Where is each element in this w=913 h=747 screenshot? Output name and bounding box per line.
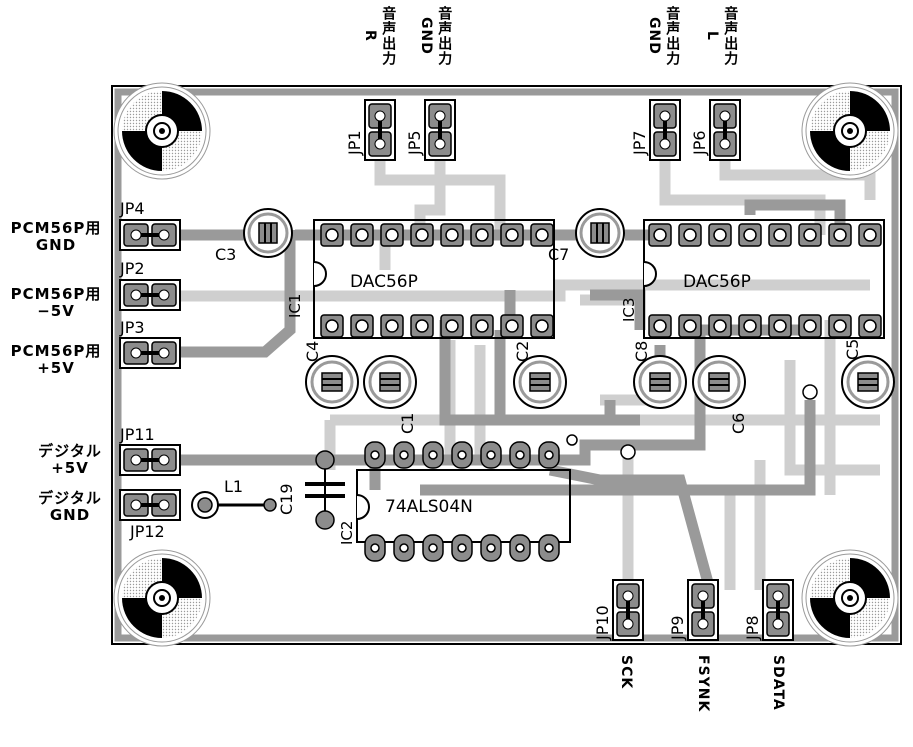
jp11-header (119, 444, 181, 476)
ic2-74als04n: 74ALS04N IC2 (338, 441, 571, 562)
inductor-l1 (191, 491, 277, 519)
jp9-header (687, 579, 719, 641)
cap-c2 (513, 355, 567, 409)
c7-designator: C7 (548, 245, 569, 264)
jp1-designator: JP1 (345, 130, 364, 156)
c4-designator: C4 (303, 341, 322, 362)
jp1-header (364, 99, 396, 161)
cap-c8 (633, 355, 687, 409)
silkscreen-designators: JP4 JP2 JP3 JP11 JP12 JP1 JP5 JP7 JP6 JP… (119, 130, 862, 641)
cap-c5 (841, 355, 895, 409)
ic1-designator: IC1 (286, 294, 304, 318)
electrolytic-caps (243, 208, 895, 409)
ic3-designator: IC3 (620, 298, 638, 322)
jp2-label: PCM56P用 −5V (10, 285, 102, 321)
jp3-header (119, 337, 181, 369)
ic3-dac56p: DAC56P IC3 (620, 219, 885, 339)
ic1-dac56p: DAC56P IC1 (286, 219, 555, 339)
jp2-designator: JP2 (119, 259, 145, 278)
cap-c3 (243, 208, 293, 258)
c3-designator: C3 (215, 245, 236, 264)
c19-designator: C19 (277, 483, 296, 515)
jp5-designator: JP5 (405, 130, 424, 156)
c5-designator: C5 (843, 339, 862, 360)
c1-designator: C1 (398, 413, 417, 434)
vias (566, 384, 818, 460)
cap-c19 (305, 450, 345, 530)
cap-c7 (575, 208, 625, 258)
jumpers-left (119, 219, 181, 521)
jp9-label: FSYNK (695, 655, 712, 713)
jp5-header (424, 99, 456, 161)
jp2-header (119, 279, 181, 311)
jp4-label: PCM56P用 GND (10, 219, 102, 255)
jp12-designator: JP12 (129, 522, 165, 541)
cap-c6 (692, 355, 746, 409)
ic2-part-label: 74ALS04N (385, 497, 473, 517)
jp12-header (119, 489, 181, 521)
cap-c4 (305, 355, 359, 409)
mounting-holes (113, 82, 899, 647)
jp12-label: デジタル GND (38, 489, 102, 525)
jp7-designator: JP7 (630, 130, 649, 156)
jp10-header (612, 579, 644, 641)
ic3-part-label: DAC56P (683, 272, 751, 292)
jp5-label: 音声出力 GND (418, 6, 453, 66)
jp6-designator: JP6 (690, 130, 709, 156)
ic1-part-label: DAC56P (350, 272, 418, 292)
l1-designator: L1 (224, 477, 243, 496)
jp7-label: 音声出力 GND (646, 6, 681, 66)
jumpers-vertical (364, 99, 794, 641)
jp4-header (119, 219, 181, 251)
ic2-designator: IC2 (338, 521, 356, 545)
jp7-header (649, 99, 681, 161)
c2-designator: C2 (513, 341, 532, 362)
jp10-designator: JP10 (593, 605, 612, 641)
c6-designator: C6 (729, 413, 748, 434)
jp3-designator: JP3 (119, 318, 145, 337)
ground-ring (114, 88, 899, 642)
cap-c1 (363, 355, 417, 409)
jp9-designator: JP9 (668, 615, 687, 641)
jp10-label: SCK (618, 655, 635, 690)
jp3-label: PCM56P用 +5V (10, 342, 102, 378)
jp11-label: デジタル +5V (38, 442, 102, 478)
jp4-designator: JP4 (119, 199, 145, 218)
jp6-label: 音声出力 L (704, 6, 739, 66)
c8-designator: C8 (632, 341, 651, 362)
jp8-label: SDATA (770, 655, 787, 711)
jp1-label: 音声出力 R (362, 6, 397, 66)
jp6-header (709, 99, 741, 161)
jp11-designator: JP11 (119, 425, 155, 444)
jp8-designator: JP8 (743, 615, 762, 641)
jp8-header (762, 579, 794, 641)
